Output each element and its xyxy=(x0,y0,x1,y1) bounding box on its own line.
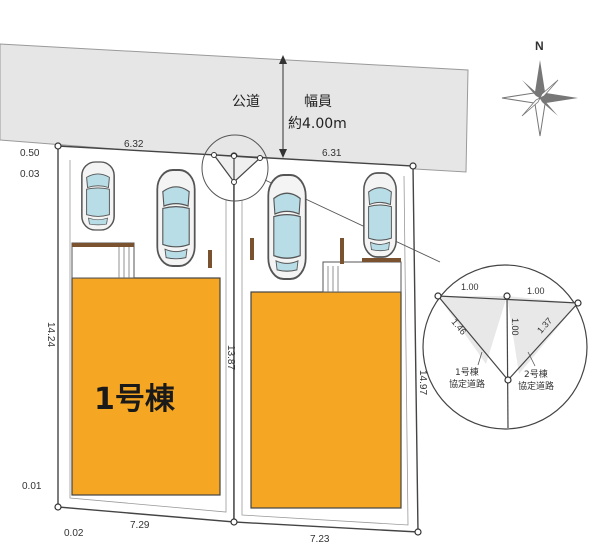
lot-1-building xyxy=(71,277,221,496)
detail-pointer-lot1 xyxy=(477,351,483,366)
north-label: N xyxy=(535,39,544,53)
dim-top-right-width: 6.31 xyxy=(322,148,342,159)
road-arrow-head-bottom xyxy=(279,149,287,158)
detail-label-lot1-sub: 協定道路 xyxy=(449,378,485,390)
dim-bottom-left-offset-a: 0.01 xyxy=(22,481,42,492)
detail-label-lot2-sub: 協定道路 xyxy=(518,380,554,392)
detail-center-vert: 1.00 xyxy=(510,318,520,336)
detail-circle xyxy=(422,264,588,430)
dim-corner-offset-top: 0.50 xyxy=(20,148,40,159)
detail-left-top: 1.00 xyxy=(461,282,479,292)
road-arrow-head-top xyxy=(279,55,287,64)
dim-left-depth: 14.24 xyxy=(45,322,56,347)
car-icon xyxy=(267,173,307,281)
dim-bottom-left-width: 7.29 xyxy=(130,520,150,531)
lot-1-inner-line xyxy=(69,160,227,513)
lot-1-name: 1号棟 xyxy=(94,382,176,417)
dim-bottom-right-width: 7.23 xyxy=(310,534,330,545)
detail-label-lot1: 1号棟 xyxy=(455,366,479,378)
dim-top-left-width: 6.32 xyxy=(124,139,144,150)
dim-right-depth: 14.97 xyxy=(417,370,428,395)
detail-right-top: 1.00 xyxy=(527,286,545,296)
lot-2-porch xyxy=(250,238,402,293)
lot-2-inner-line xyxy=(241,175,409,526)
road-width-label: 幅員 xyxy=(304,94,332,110)
lot-2-building xyxy=(250,291,402,509)
car-icon xyxy=(81,161,115,231)
north-compass-icon xyxy=(501,60,578,137)
shared-road-triangle xyxy=(201,134,269,202)
road-width-value: 約4.00m xyxy=(288,116,347,132)
dim-corner-offset-second: 0.03 xyxy=(20,169,40,180)
car-icon xyxy=(156,169,196,267)
dim-middle-depth: 13.87 xyxy=(225,345,236,370)
car-icon xyxy=(363,172,397,258)
lot-1-porch xyxy=(71,242,212,279)
dim-bottom-left-offset-b: 0.02 xyxy=(64,528,84,539)
road-label: 公道 xyxy=(232,94,260,110)
detail-label-lot2: 2号棟 xyxy=(524,368,548,380)
detail-pointer-lot2 xyxy=(527,351,536,367)
